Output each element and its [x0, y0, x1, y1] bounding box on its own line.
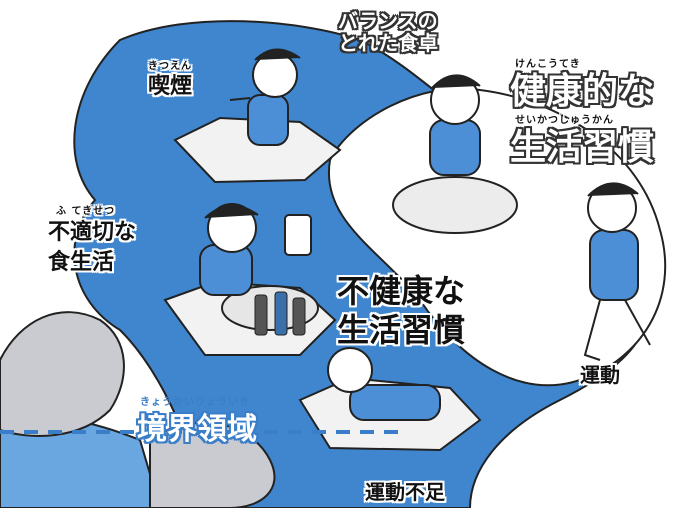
- lack-of-exercise-label: 運動不足: [365, 480, 445, 504]
- boundary-ruby: きょうかいりょういき: [140, 397, 250, 408]
- smoking-ruby: きつえん: [148, 61, 192, 72]
- balanced-table-label: バランスの とれた食卓: [338, 9, 439, 55]
- smoking-label: 喫煙: [148, 74, 193, 99]
- unhealthy-label-2: 生活習慣: [337, 311, 466, 349]
- runner-figure: [583, 182, 651, 361]
- unhealthy-label-1: 不健康な: [337, 272, 466, 310]
- floe-smoker: [173, 116, 342, 184]
- exercise-label: 運動: [580, 363, 620, 387]
- bad-diet-label-1: 不適切な: [48, 220, 137, 245]
- drinker-figure: [199, 203, 312, 296]
- bad-diet-label-2: 食生活: [48, 250, 115, 275]
- healthy-label: 健康的な: [509, 71, 655, 112]
- lifestyle-ruby: せいかつしゅうかん: [515, 115, 614, 126]
- bad-diet-ruby: ふ てきせつ: [56, 206, 116, 217]
- healthy-ruby: けんこうてき: [515, 59, 581, 70]
- healthy-eater-figure: [429, 74, 481, 176]
- sleeper-figure: [327, 347, 441, 421]
- boundary-label: 境界領域: [137, 412, 257, 447]
- rock-left: [0, 311, 125, 437]
- rock-bottom: [149, 421, 276, 508]
- healthy-lifestyle-label: 生活習慣: [509, 127, 655, 168]
- table-healthy: [392, 176, 518, 234]
- smoker-figure: [229, 48, 301, 146]
